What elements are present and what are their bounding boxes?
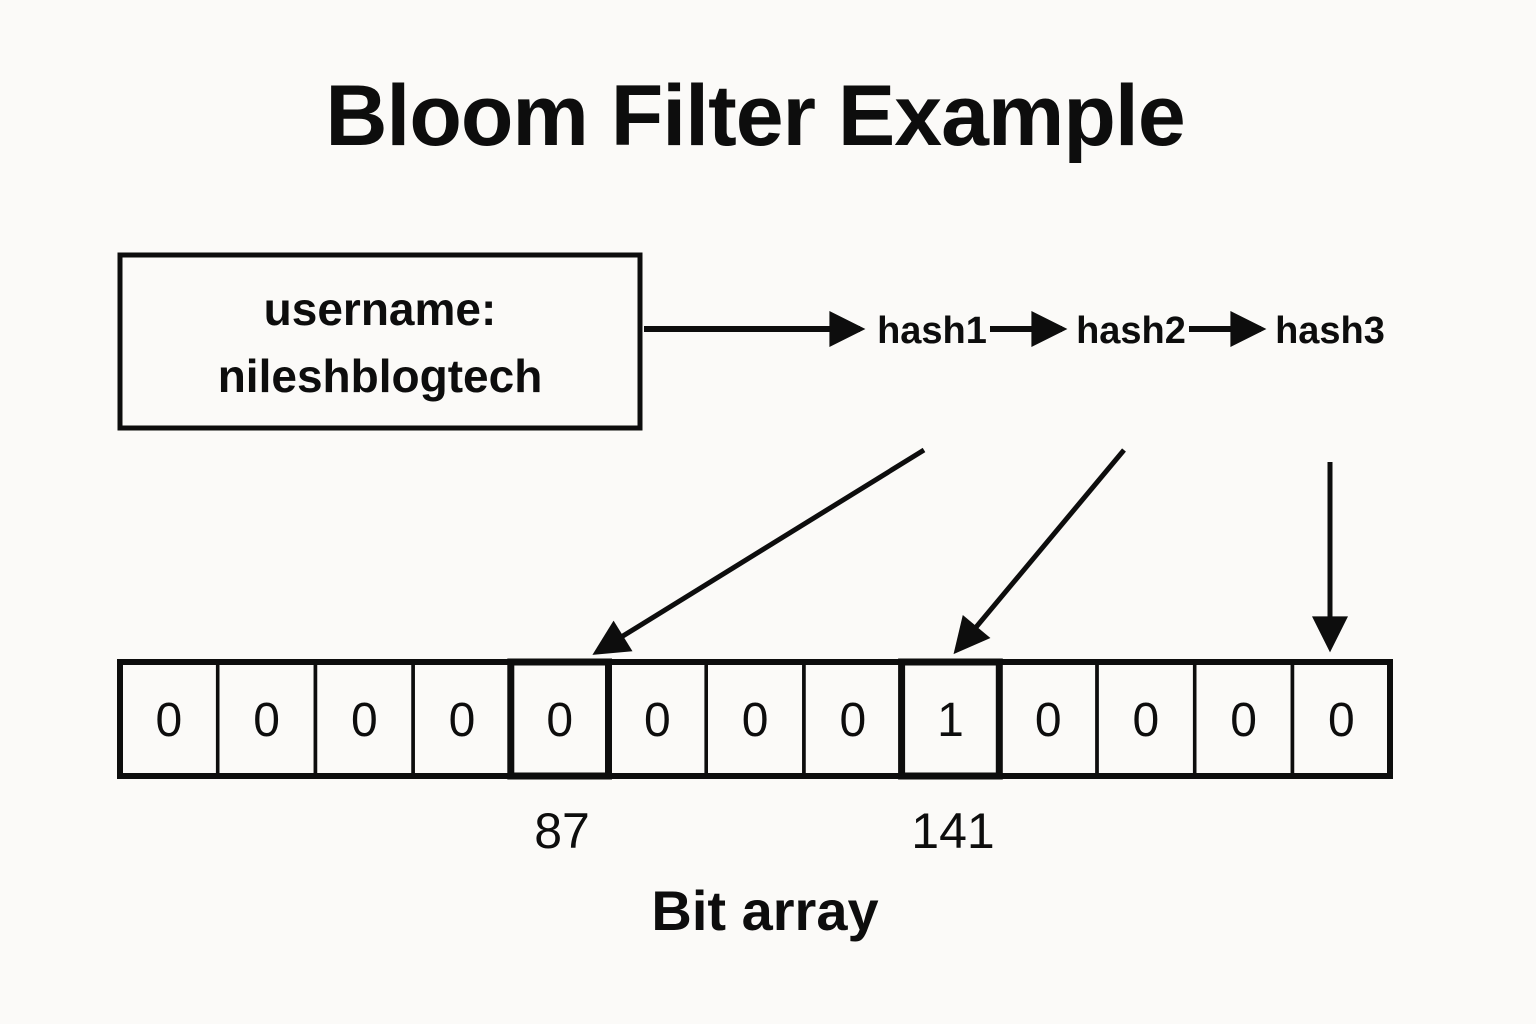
bit-index-label-141: 141 <box>911 803 994 859</box>
bit-array: 0 0 0 0 0 0 0 0 1 0 0 0 0 <box>117 658 1393 780</box>
bit-array-caption: Bit array <box>651 879 878 942</box>
bit-value: 0 <box>742 694 769 747</box>
bit-value: 0 <box>644 694 671 747</box>
bit-value: 0 <box>839 694 866 747</box>
username-box-label-line1: username: <box>264 283 497 335</box>
page-title: Bloom Filter Example <box>325 68 1184 164</box>
bit-array-border <box>117 659 1393 779</box>
bit-value: 0 <box>1328 694 1355 747</box>
bit-value: 0 <box>1035 694 1062 747</box>
hash2-node <box>1075 197 1187 462</box>
username-box-label-line2: nileshblogtech <box>218 350 543 402</box>
bit-value: 0 <box>156 694 183 747</box>
bit-value: 0 <box>253 694 280 747</box>
bit-cell-4-highlight <box>507 658 612 780</box>
hash3-node <box>1274 197 1386 462</box>
bit-value: 1 <box>937 694 964 747</box>
bit-value: 0 <box>546 694 573 747</box>
hash1-label: hash1 <box>877 310 987 352</box>
hash1-node <box>876 197 988 462</box>
bit-value: 0 <box>449 694 476 747</box>
bit-value: 0 <box>351 694 378 747</box>
hash2-to-cell-arrow <box>953 448 1126 655</box>
username-box <box>117 252 643 431</box>
bit-value: 0 <box>1133 694 1160 747</box>
bit-index-label-87: 87 <box>534 803 590 859</box>
bit-value: 0 <box>1230 694 1257 747</box>
hash2-label: hash2 <box>1076 310 1186 352</box>
hash3-label: hash3 <box>1275 310 1385 352</box>
hash1-to-cell-arrow <box>592 447 926 655</box>
bit-cell-8-highlight <box>898 658 1003 780</box>
